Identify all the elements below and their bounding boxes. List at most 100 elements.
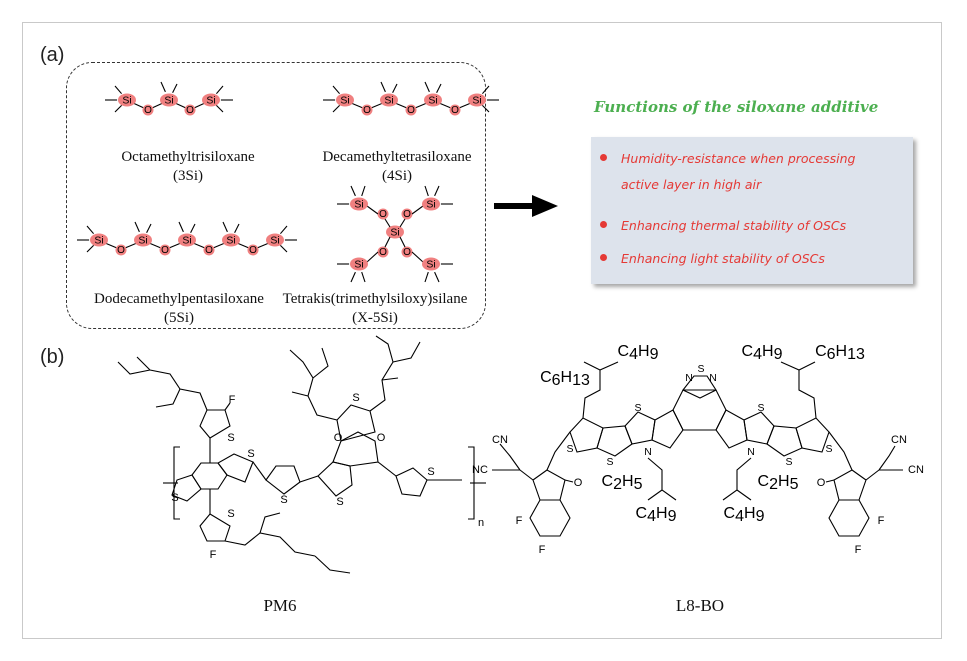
alkyl-chain (780, 361, 817, 419)
chain-bond (256, 242, 270, 249)
figure-frame (22, 22, 942, 639)
alkyl-chain (369, 335, 394, 412)
o-atom: O (249, 245, 257, 256)
o-atom: O (363, 105, 371, 116)
methyl-bond (436, 83, 442, 94)
bullet-icon (600, 221, 607, 228)
pyrrole-ring (715, 409, 748, 449)
cyano-group: NC (472, 464, 488, 476)
fluorine-atom: F (229, 394, 236, 406)
pyrrole-ring (651, 409, 684, 449)
indanone-ring (532, 469, 566, 501)
nitrogen-atom: N (644, 446, 652, 458)
alkyl-chain (722, 457, 752, 501)
alkyl-chain (291, 391, 309, 397)
o-highlight (449, 104, 461, 116)
methyl-bond (424, 271, 429, 283)
o-atom: O (144, 105, 152, 116)
o-atom: O (117, 245, 125, 256)
o-highlight (159, 244, 171, 256)
siloxane-additives-box (66, 62, 486, 329)
si-atom: Si (426, 258, 435, 270)
sulfur-atom: S (634, 402, 641, 414)
molecule-abbr: (X-5Si) (352, 310, 398, 326)
molecule-label-3si: Octamethyltrisiloxane (3Si) (118, 148, 258, 186)
si-highlight (178, 233, 196, 247)
bond (865, 469, 880, 481)
si-atom: Si (354, 198, 363, 210)
substituent-label: C4H9 (636, 505, 677, 525)
si-atom: Si (122, 94, 131, 106)
methyl-bond (434, 185, 440, 197)
nitrile-bond (499, 443, 521, 471)
si-highlight (160, 93, 178, 107)
oxygen-atom: O (817, 477, 826, 489)
si-highlight (380, 93, 398, 107)
fluorine-atom: F (210, 549, 217, 561)
chain-bond (350, 102, 364, 109)
si-highlight (90, 233, 108, 247)
sulfur-atom: S (697, 363, 704, 375)
chain-bond (458, 102, 472, 109)
methyl-bond (361, 185, 366, 197)
vinyl-bond (546, 431, 571, 471)
sulfur-atom: S (785, 456, 792, 468)
methyl-bond (350, 185, 356, 197)
fluorine-atom: F (516, 515, 523, 527)
function-item-humidity-2: active layer in high air (621, 177, 762, 192)
si-atom: Si (226, 234, 235, 246)
bond (564, 479, 574, 483)
chain-bond (370, 102, 384, 109)
methyl-bond (279, 225, 288, 235)
o-highlight (115, 244, 127, 256)
si-highlight (350, 257, 368, 271)
chain-bond (399, 236, 406, 248)
o-highlight (361, 104, 373, 116)
chain-bond (394, 102, 408, 109)
function-item-light: Enhancing light stability of OSCs (621, 251, 825, 266)
si-atom: Si (354, 258, 363, 270)
o-highlight (203, 244, 215, 256)
thiophene-ring (171, 474, 202, 502)
benzene-ring (191, 462, 228, 490)
chain-bond (414, 102, 428, 109)
chain-bond (438, 102, 452, 109)
o-highlight (405, 104, 417, 116)
methyl-bond (114, 85, 123, 95)
methyl-bond (350, 271, 356, 283)
substituent-label: C6H13 (815, 343, 865, 363)
si-highlight (202, 93, 220, 107)
substituent-label: C2H5 (602, 473, 643, 493)
alkyl-chain (312, 347, 329, 379)
molecule-label-5si: Dodecamethylpentasiloxane (5Si) (84, 290, 274, 328)
chain-bond (192, 242, 206, 249)
si-highlight (336, 93, 354, 107)
function-item-humidity-1: Humidity-resistance when processing (621, 151, 856, 166)
methyl-bond (222, 221, 228, 233)
chain-bond (132, 102, 145, 109)
si-highlight (134, 233, 152, 247)
alkyl-chain (117, 361, 151, 375)
si-highlight (424, 93, 442, 107)
si-atom: Si (164, 94, 173, 106)
fluorine-atom: F (878, 515, 885, 527)
bond (224, 402, 231, 411)
molecule-label-x5si: Tetrakis(trimethylsiloxy)silane (X-5Si) (270, 290, 480, 328)
si-atom: Si (94, 234, 103, 246)
methyl-bond (216, 105, 224, 113)
si-highlight (386, 225, 404, 239)
alkyl-chain (314, 555, 351, 574)
chain-bond (212, 242, 226, 249)
l8bo-label: L8-BO (675, 596, 725, 615)
thiophene-ring (766, 425, 803, 457)
o-highlight (401, 208, 413, 220)
si-atom: Si (428, 94, 437, 106)
sulfur-atom: S (427, 466, 434, 478)
alkyl-chain (155, 388, 181, 408)
si-highlight (222, 233, 240, 247)
molecule-label-4si: Decamethyltetrasiloxane (4Si) (322, 148, 472, 186)
arrow-icon (494, 195, 558, 217)
alkyl-chain (798, 361, 816, 371)
sulfur-atom: S (825, 443, 832, 455)
si-highlight (118, 93, 136, 107)
